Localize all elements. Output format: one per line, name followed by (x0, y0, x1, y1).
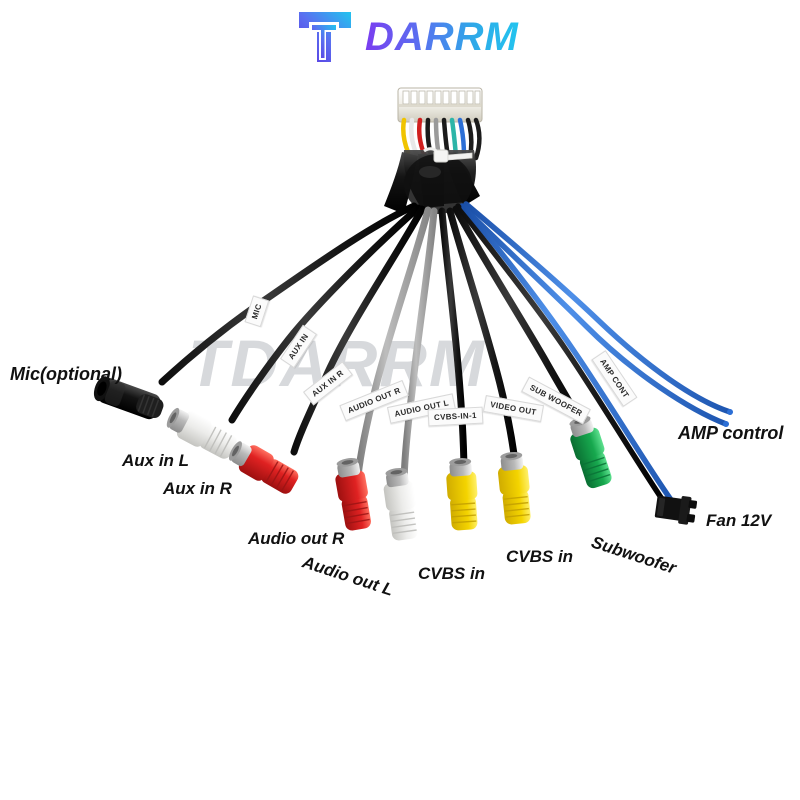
rca-audio-out-l-connector (383, 468, 418, 541)
wire-cvbs-in-1 (438, 207, 468, 480)
wire-tag-cvbs-in-1: CVBS-IN-1 (427, 406, 484, 427)
rca-cvbs-in-1-connector (446, 457, 478, 531)
rca-cvbs-in-2-connector (498, 452, 531, 525)
label-amp-control: AMP control (678, 423, 784, 443)
wire-aux-in-r (290, 205, 426, 456)
label-audio-out-r: Audio out R (248, 529, 345, 548)
amp-control-wire-ends (723, 409, 733, 427)
cable-bundle-wrap (384, 150, 480, 214)
tdarrm-logo-mark-icon (299, 12, 351, 62)
label-mic: Mic(optional) (10, 364, 122, 384)
rca-aux-in-r-connector (228, 441, 299, 494)
label-cvbs-in-1: CVBS in (418, 564, 486, 583)
pin-header-connector (397, 87, 483, 123)
rca-audio-out-r-connector (335, 458, 371, 531)
wire-fan-blue (461, 204, 677, 507)
cable-tie-icon (423, 147, 473, 163)
label-aux-in-l: Aux in L (122, 451, 190, 470)
wire-amp-control-b (463, 201, 733, 415)
label-fan-12v: Fan 12V (706, 511, 772, 530)
label-aux-in-r: Aux in R (163, 479, 232, 498)
fan-12v-connector (654, 495, 698, 525)
wire-fan-black (455, 203, 667, 505)
wire-aux-in-l (228, 204, 422, 424)
brand-logo: DARRM (295, 8, 519, 66)
rca-aux-in-l-connector (166, 407, 237, 459)
wire-video-out (446, 207, 520, 474)
wire-amp-control-a (459, 203, 729, 427)
wire-audio-out-r (354, 206, 432, 480)
label-cvbs-in-2: CVBS in (506, 547, 574, 566)
wire-audio-out-l (400, 207, 438, 490)
brand-wordmark: DARRM (365, 15, 519, 59)
rca-subwoofer-connector (569, 416, 612, 489)
mic-jack-connector (93, 376, 164, 420)
